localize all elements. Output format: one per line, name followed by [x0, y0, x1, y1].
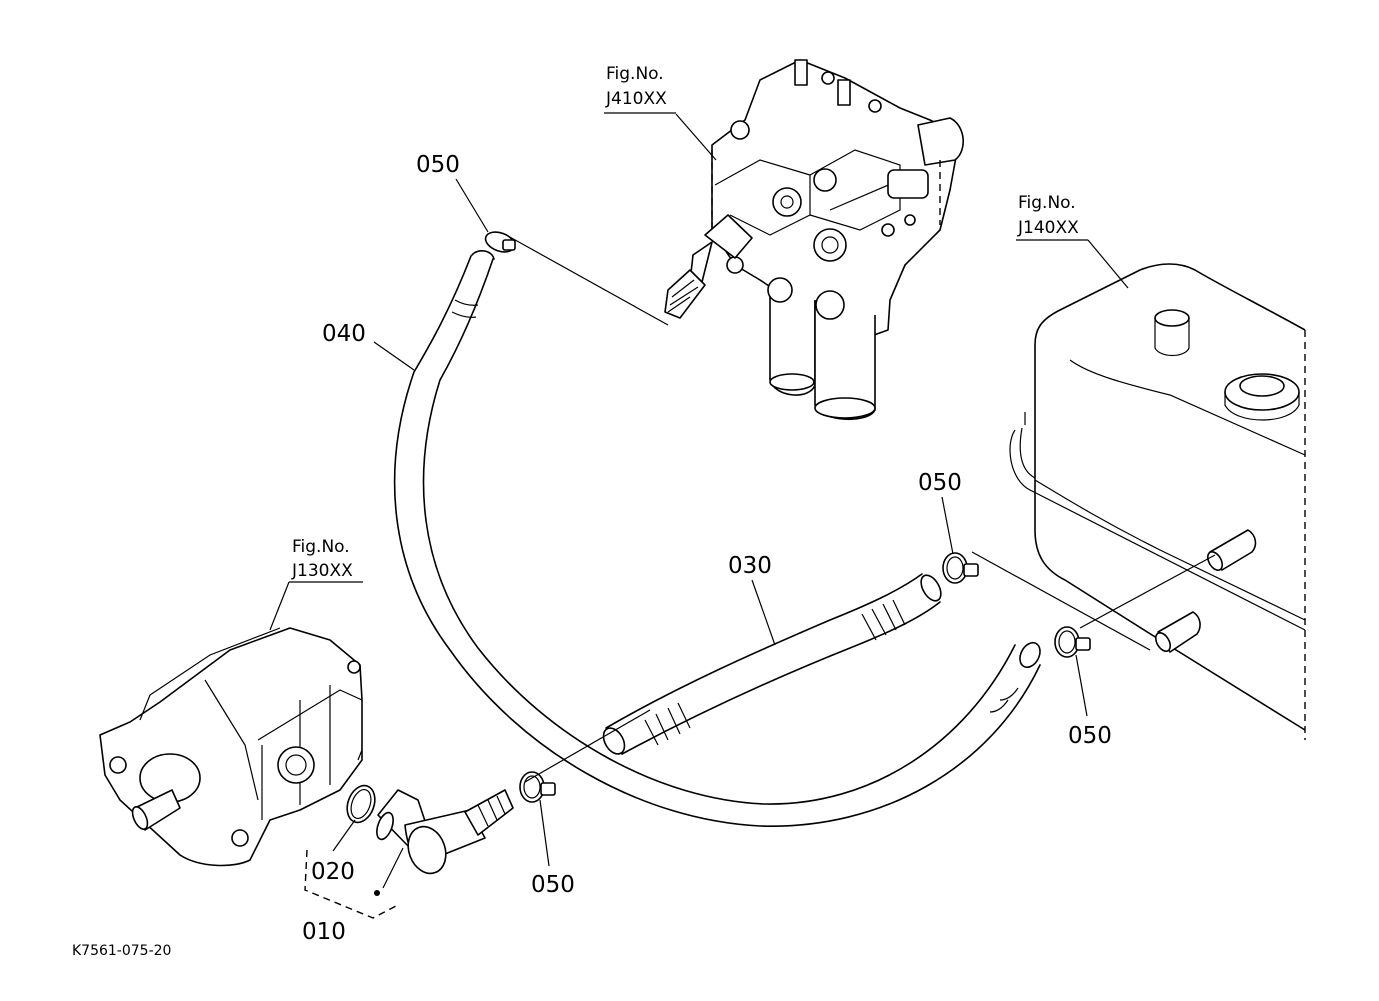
part-label-020: 020	[311, 859, 355, 885]
control-valve	[664, 59, 964, 420]
part-label-030: 030	[728, 553, 772, 579]
part-label-050-top: 050	[416, 152, 460, 178]
clamp-elbow	[519, 771, 556, 803]
pump	[99, 627, 363, 867]
leader-lines	[269, 113, 1129, 919]
clamp-tank-upper	[942, 552, 979, 584]
part-label-050-tank-upper: 050	[918, 470, 962, 496]
figure-ref-pump-line2: J130XX	[291, 561, 353, 581]
clamp-tank-lower	[1054, 626, 1091, 658]
assembly-lines	[507, 235, 1216, 783]
hose-040	[393, 250, 1041, 827]
part-label-040: 040	[322, 321, 366, 347]
figure-ref-valve-line2: J410XX	[605, 89, 667, 109]
part-label-010: 010	[302, 919, 346, 945]
hose-030	[602, 573, 942, 755]
part-label-050-tank-lower: 050	[1068, 723, 1112, 749]
elbow-fitting-010	[376, 789, 514, 875]
figure-ref-tank-line1: Fig.No.	[1018, 193, 1076, 213]
part-label-050-elbow: 050	[531, 872, 575, 898]
drawing-code: K7561-075-20	[72, 943, 171, 959]
figure-ref-valve: Fig.No. J410XX	[604, 64, 676, 114]
figure-ref-pump: Fig.No. J130XX	[289, 537, 363, 583]
figure-ref-pump-line1: Fig.No.	[292, 537, 350, 557]
clamp-top	[484, 231, 516, 253]
oring-020	[346, 784, 376, 824]
figure-ref-valve-line1: Fig.No.	[606, 64, 664, 84]
tank	[1009, 263, 1306, 740]
figure-ref-tank-line2: J140XX	[1017, 218, 1079, 238]
figure-ref-tank: Fig.No. J140XX	[1016, 193, 1088, 241]
